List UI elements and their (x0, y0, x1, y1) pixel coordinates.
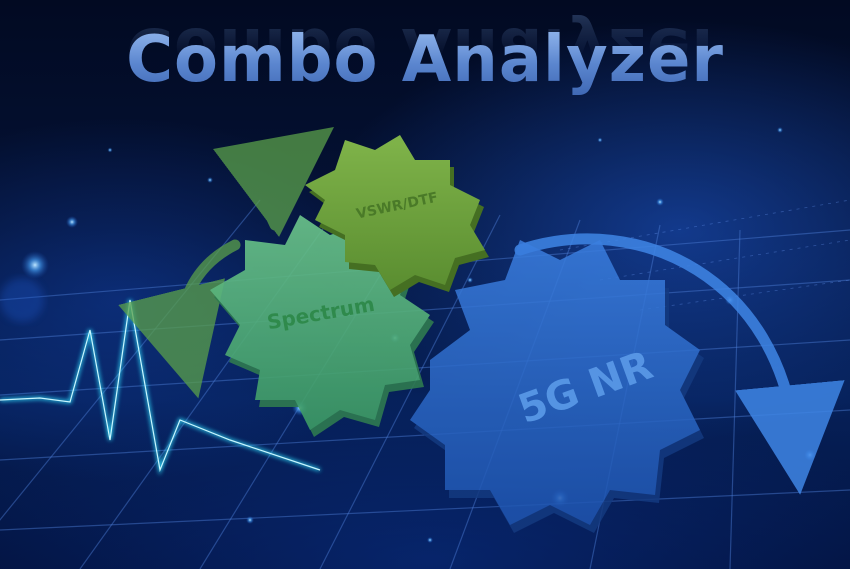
vswr-gear (305, 135, 489, 297)
rotation-arrow-green-left (118, 239, 241, 399)
rotation-arrow-green-top (212, 126, 334, 238)
page-title: Combo Analyzer (126, 23, 724, 97)
nr-gear (410, 240, 704, 533)
rotation-arrow-blue (514, 233, 845, 495)
